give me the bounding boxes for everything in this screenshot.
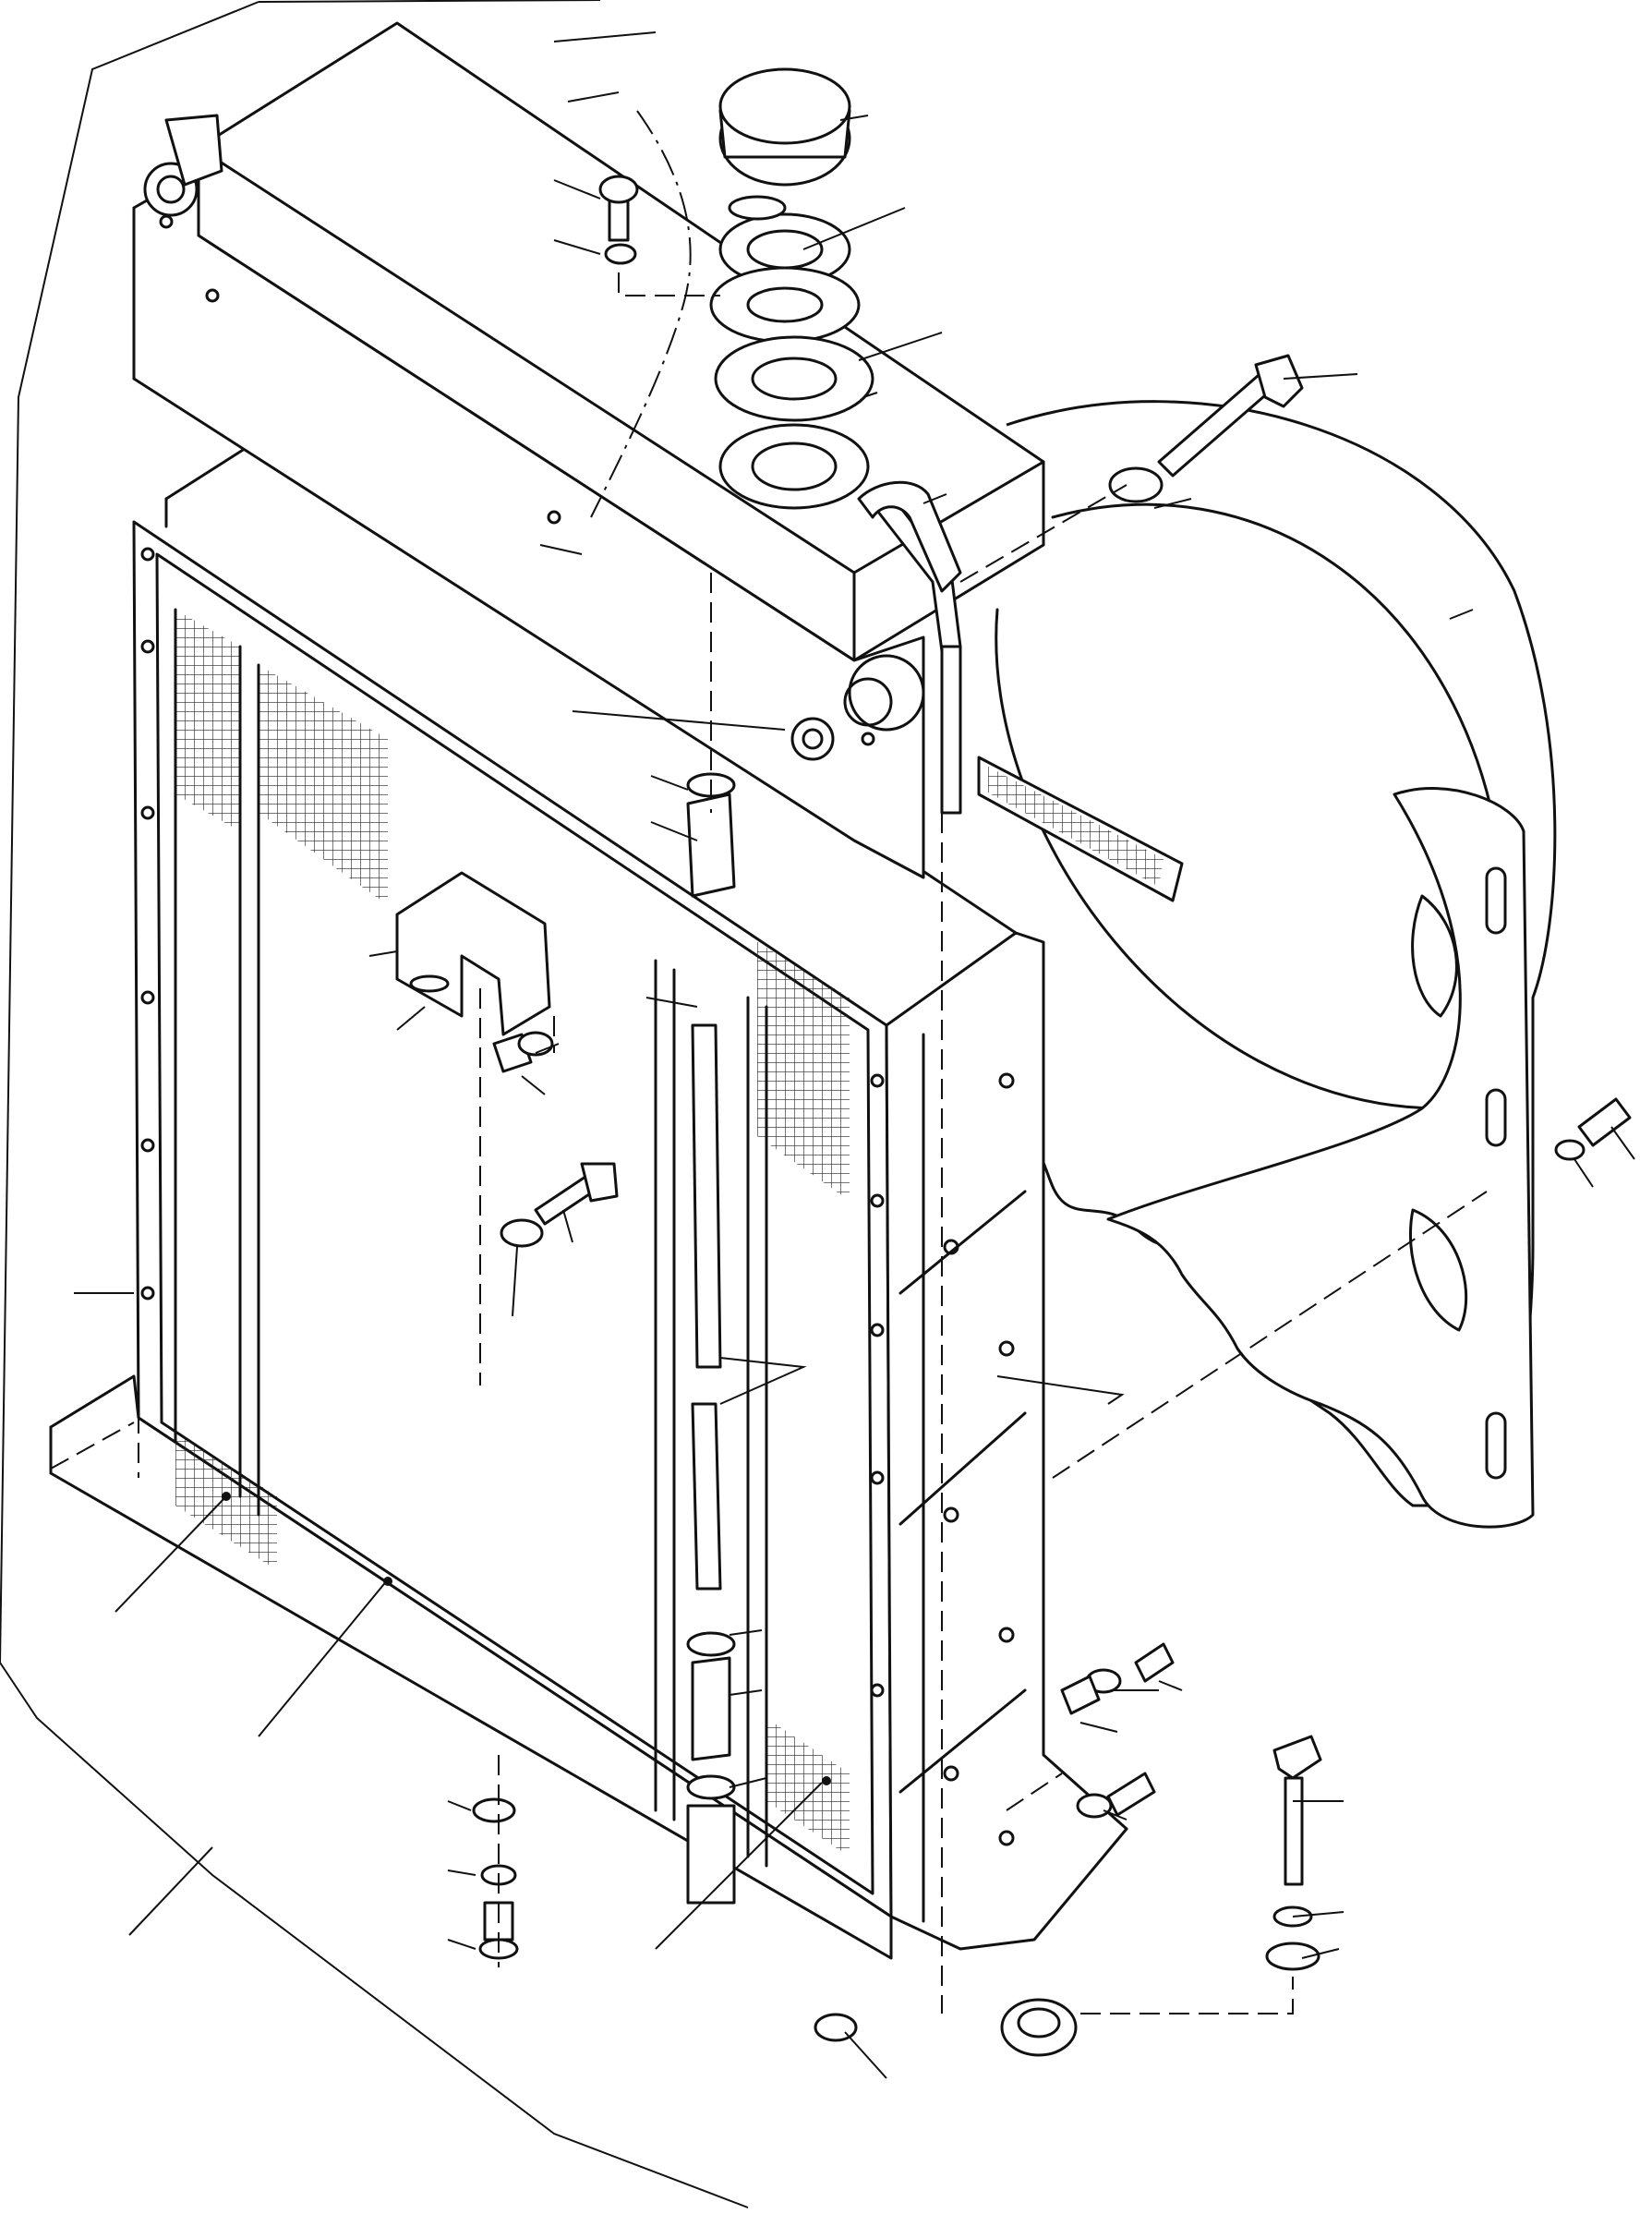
hoses-and-fittings bbox=[395, 480, 1184, 1905]
frame-holes bbox=[140, 547, 1015, 1846]
group-boundary-lines bbox=[0, 0, 749, 2208]
fan-shroud bbox=[995, 400, 1557, 1529]
assembly-lines bbox=[50, 110, 1488, 2014]
radiator-core bbox=[174, 608, 850, 1868]
reference-dots bbox=[222, 1492, 831, 1785]
fasteners bbox=[472, 175, 1632, 2057]
callout-leaders bbox=[74, 31, 1635, 2079]
filler-neck-parts bbox=[709, 67, 874, 510]
